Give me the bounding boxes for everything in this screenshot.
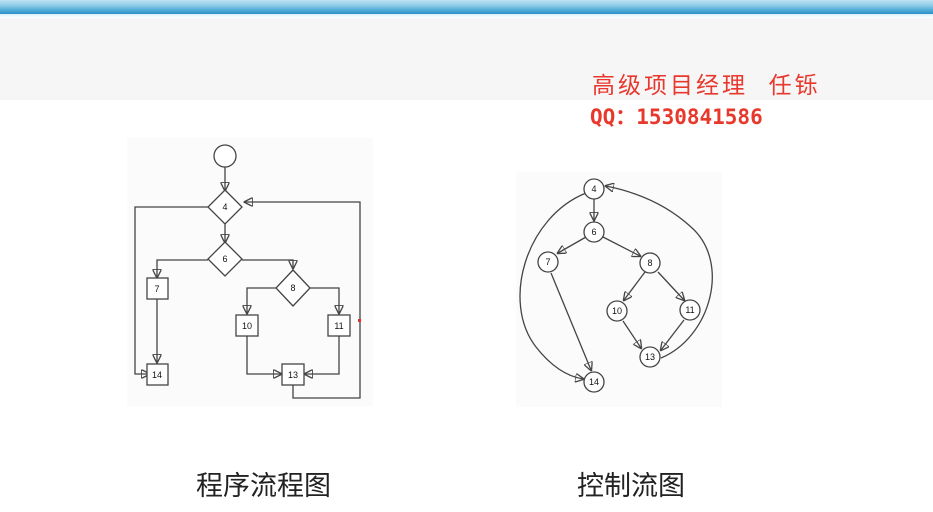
top-bar-highlight — [0, 14, 933, 18]
cfg-node-13 — [639, 346, 661, 368]
edge-11-13 — [305, 336, 340, 374]
cfg-node-10 — [606, 300, 628, 322]
cfg-edge-4-14 — [519, 192, 587, 379]
cfg-edge-11-13 — [661, 319, 685, 350]
edge-6-7 — [157, 259, 208, 277]
flowchart-label-11: 11 — [334, 321, 343, 331]
cfg-node-8 — [639, 252, 661, 274]
edge-6-8 — [242, 259, 293, 268]
program-flowchart-caption: 程序流程图 — [196, 471, 331, 502]
top-decorative-bar — [0, 0, 933, 14]
cfg-label-14: 14 — [589, 377, 599, 387]
edge-8-10 — [247, 287, 276, 313]
cfg-edge-8-10 — [624, 271, 646, 300]
edge-13-4 — [245, 202, 361, 399]
cfg-label-13: 13 — [645, 352, 655, 362]
flowchart-process-14 — [146, 363, 169, 386]
control-flow-graph-caption: 控制流图 — [577, 471, 685, 502]
cfg-edge-6-7 — [558, 236, 587, 253]
edge-4-14 — [134, 206, 208, 374]
flowchart-label-7: 7 — [154, 284, 159, 294]
cfg-node-7 — [537, 251, 559, 273]
cfg-label-11: 11 — [685, 305, 694, 315]
cfg-node-14 — [583, 371, 605, 393]
flowchart-process-10 — [235, 314, 259, 337]
flowchart-start-node — [213, 144, 237, 168]
cfg-edge-10-13 — [622, 320, 641, 348]
cfg-label-4: 4 — [591, 184, 596, 194]
flowchart-decision-8 — [275, 269, 311, 307]
edge-10-13 — [246, 336, 281, 374]
flowchart-process-11 — [327, 314, 351, 337]
header-band — [0, 18, 933, 100]
flowchart-decision-6 — [207, 241, 243, 277]
program-flowchart-panel: 4 6 8 7 10 11 13 14 — [127, 138, 373, 406]
flowchart-label-6: 6 — [222, 254, 227, 264]
flowchart-label-4: 4 — [222, 202, 227, 212]
flowchart-label-14: 14 — [152, 370, 162, 380]
cfg-label-6: 6 — [591, 227, 596, 237]
cfg-node-4 — [583, 178, 605, 200]
cfg-label-10: 10 — [612, 306, 622, 316]
cfg-edge-13-4 — [606, 186, 713, 359]
cfg-edge-7-14 — [550, 272, 591, 370]
cfg-label-7: 7 — [545, 257, 550, 267]
cfg-node-11 — [679, 299, 701, 321]
flowchart-process-13 — [281, 363, 305, 386]
flowchart-label-8: 8 — [290, 283, 295, 293]
cfg-label-8: 8 — [647, 258, 652, 268]
control-flow-graph-panel: 4 6 7 8 10 11 13 14 — [516, 172, 722, 407]
author-label: 高级项目经理 任铄 — [592, 73, 821, 99]
edge-8-11 — [310, 287, 339, 313]
red-cursor-mark — [358, 319, 361, 322]
cfg-node-6 — [583, 221, 605, 243]
flowchart-decision-4 — [207, 189, 243, 225]
cfg-edge-6-8 — [602, 236, 640, 256]
flowchart-label-10: 10 — [242, 321, 252, 331]
cfg-edge-8-11 — [657, 271, 684, 300]
qq-contact: QQ：1530841586 — [590, 105, 763, 129]
control-flow-graph: 4 6 7 8 10 11 13 14 — [519, 178, 713, 393]
flowchart-process-7 — [146, 277, 169, 300]
flowchart-label-13: 13 — [288, 370, 298, 380]
program-flowchart: 4 6 8 7 10 11 13 14 — [134, 144, 361, 399]
